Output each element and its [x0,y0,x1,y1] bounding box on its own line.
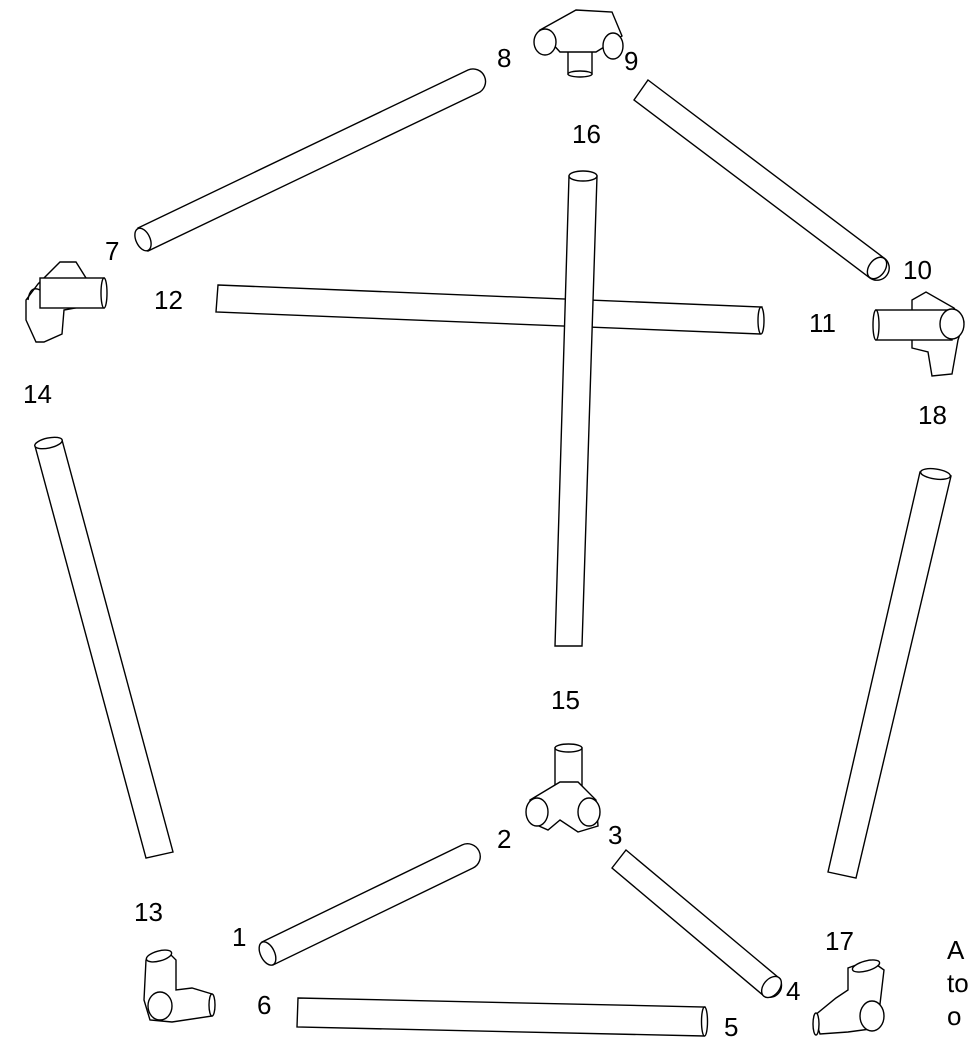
part-label-11: 11 [809,308,836,338]
tube-13-14 [34,436,174,859]
part-label-10: 10 [903,255,932,285]
connector-elbow-bottom-right [812,959,885,1036]
tube-1-2 [258,843,481,966]
part-label-2: 2 [497,824,512,854]
part-label-7: 7 [105,236,120,266]
part-label-18: 18 [918,400,947,430]
part-label-5: 5 [724,1012,739,1042]
connector-elbow-left [25,261,108,343]
part-label-14: 14 [23,379,52,409]
part-label-9: 9 [624,46,639,76]
part-label-12: 12 [154,285,183,315]
tube-3-4 [611,848,783,999]
note-line-1: A [947,935,965,965]
part-label-17: 17 [825,926,854,956]
part-label-6: 6 [257,990,272,1020]
note-line-2: to [947,968,969,998]
part-label-15: 15 [551,685,580,715]
connector-three-way-bottom [525,743,601,833]
part-label-3: 3 [608,820,623,850]
tube-11-12 [215,284,765,335]
part-label-13: 13 [134,897,163,927]
tube-15-16 [554,170,598,647]
part-label-8: 8 [497,43,512,73]
tube-5-6 [296,997,709,1037]
tube-7-8 [134,68,487,252]
part-label-16: 16 [572,119,601,149]
part-label-4: 4 [786,976,801,1006]
note-line-3: o [947,1001,962,1031]
connector-elbow-right [872,291,965,377]
tube-9-10 [633,79,890,281]
connector-three-way-top [533,9,624,78]
part-label-1: 1 [232,922,247,952]
tube-17-18 [827,467,952,879]
connector-elbow-bottom-left [143,949,216,1023]
